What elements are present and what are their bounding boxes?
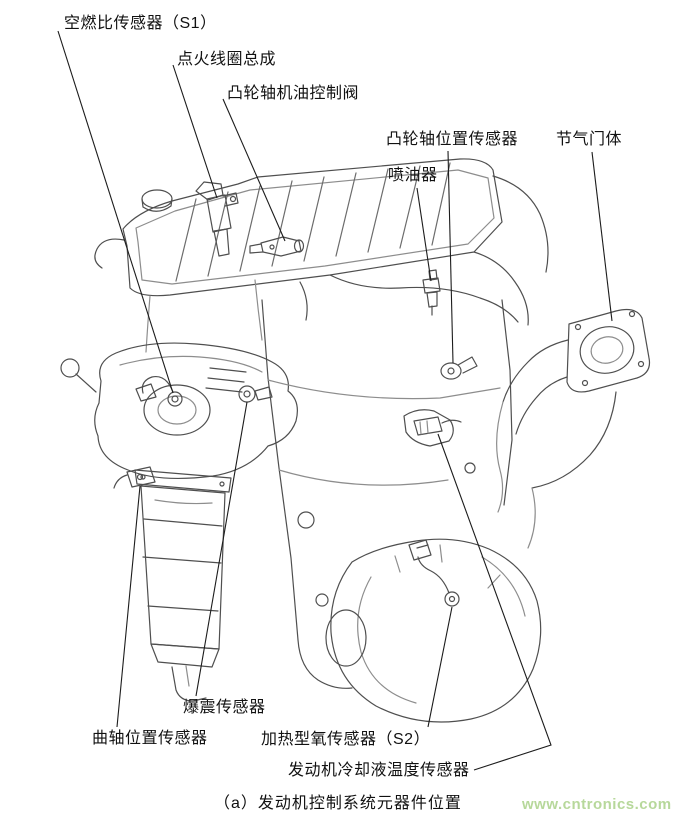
- label-ignition-coil: 点火线圈总成: [177, 51, 277, 68]
- label-afr-sensor: 空燃比传感器（S1）: [64, 15, 217, 32]
- catalytic-converter: [134, 469, 232, 702]
- label-coolant-temp-sensor: 发动机冷却液温度传感器: [288, 762, 470, 779]
- leader-line-coolant-temp-sensor: [437, 433, 552, 771]
- leader-line-crank-position-sensor: [116, 485, 141, 728]
- leader-line-cam-position-sensor: [447, 150, 454, 364]
- leader-line-heated-o2-sensor: [427, 606, 453, 728]
- transmission-housing: [325, 538, 542, 723]
- valve-cover: [122, 158, 503, 297]
- label-injector: 喷油器: [388, 167, 438, 184]
- exhaust-heat-shield: [94, 342, 298, 479]
- afr-sensor-part: [135, 375, 183, 407]
- label-crank-position-sensor: 曲轴位置传感器: [92, 730, 208, 747]
- coolant-temp-sensor-part: [413, 416, 462, 436]
- watermark: www.cntronics.com: [522, 796, 672, 813]
- injector-part: [422, 269, 441, 316]
- leader-line-ignition-coil: [172, 64, 218, 199]
- intake-manifold: [145, 175, 549, 353]
- knock-sensor-part: [238, 385, 273, 403]
- label-heated-o2-sensor: 加热型氧传感器（S2）: [261, 731, 431, 748]
- label-cam-oil-control-valve: 凸轮轴机油控制阀: [227, 85, 360, 102]
- leader-lines: [57, 30, 613, 771]
- ignition-coil-part: [195, 181, 239, 257]
- throttle-body-part: [502, 308, 651, 489]
- leader-line-cam-oil-control-valve: [222, 98, 286, 242]
- o2-sensor-part: [408, 539, 460, 607]
- leader-line-knock-sensor: [195, 401, 248, 697]
- engine-block: [261, 299, 513, 689]
- cam-position-sensor-part: [440, 356, 478, 380]
- figure-caption: （a）发动机控制系统元器件位置: [214, 795, 462, 812]
- label-knock-sensor: 爆震传感器: [183, 699, 266, 716]
- wiring-harness: [60, 238, 536, 549]
- label-throttle-body: 节气门体: [556, 131, 623, 148]
- leader-line-throttle-body: [591, 151, 613, 322]
- leader-line-injector: [416, 187, 432, 282]
- crank-position-sensor-part: [113, 466, 156, 489]
- label-cam-position-sensor: 凸轮轴位置传感器: [386, 131, 519, 148]
- oil-filler-cap: [141, 189, 173, 212]
- leader-line-afr-sensor: [57, 30, 174, 394]
